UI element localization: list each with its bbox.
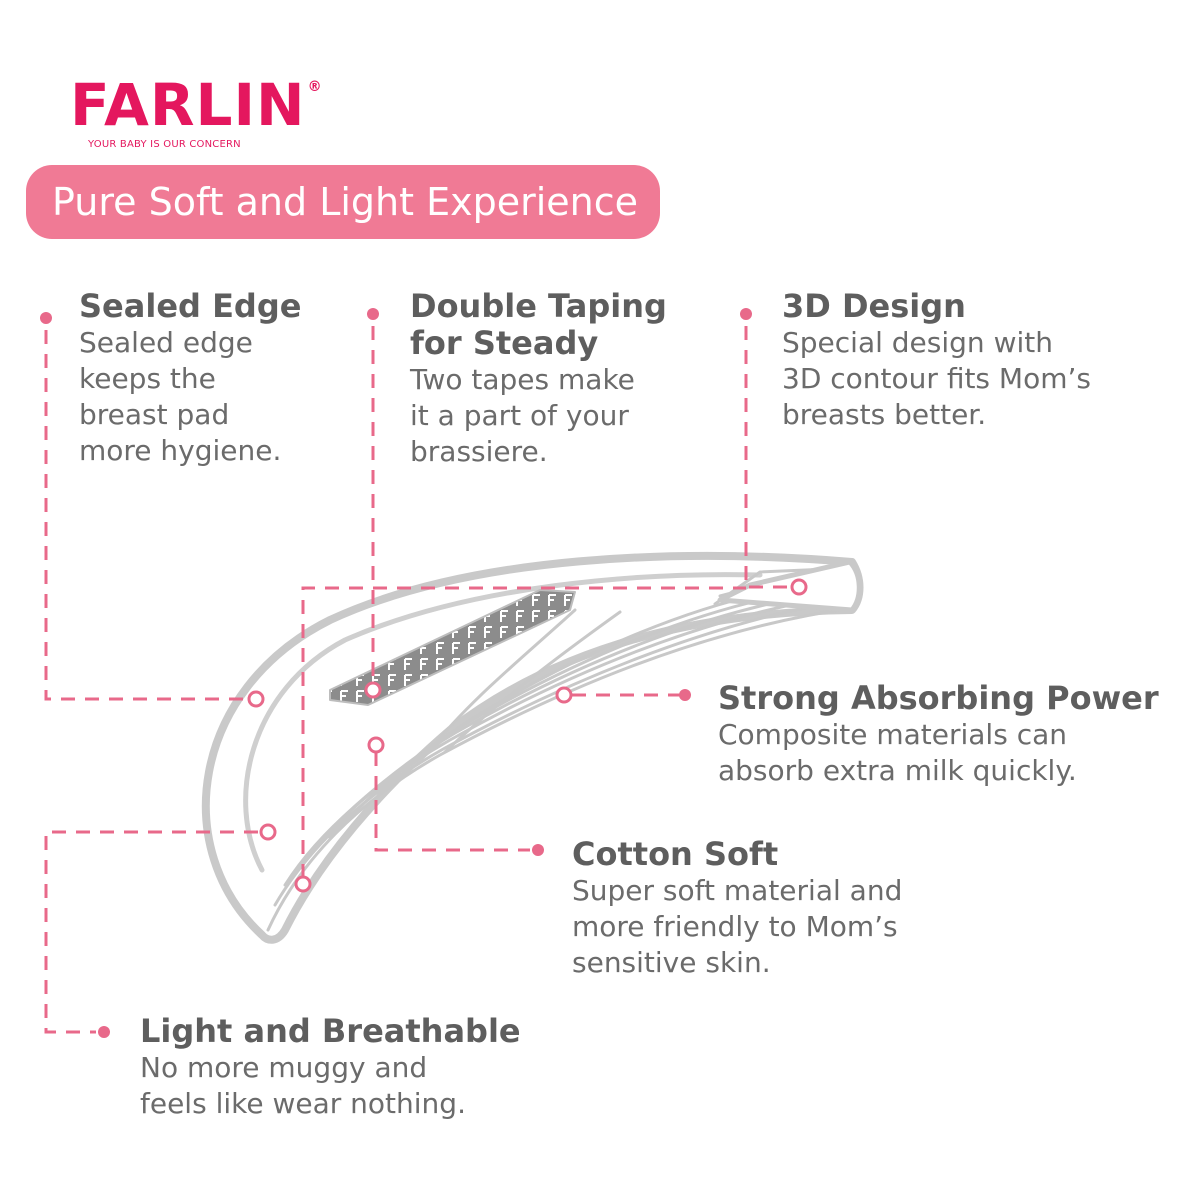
marker-cotton-soft [367, 736, 385, 754]
feature-title: Sealed Edge [79, 287, 302, 325]
feature-desc-line: Sealed edge [79, 326, 253, 359]
feature-desc-line: more friendly to Mom’s [572, 910, 898, 943]
leader-breathable [44, 830, 258, 1034]
dot-breathable [98, 1026, 110, 1038]
marker-sealed-edge [247, 690, 265, 708]
feature-desc-line: sensitive skin. [572, 946, 771, 979]
feature-cotton-soft: Cotton Soft Super soft material and more… [572, 836, 902, 981]
feature-title: Cotton Soft [572, 835, 779, 873]
brand-name: FARLIN [70, 71, 306, 139]
headline-text: Pure Soft and Light Experience [52, 180, 639, 224]
marker-absorbing [555, 686, 573, 704]
feature-double-taping: Double Taping for Steady Two tapes make … [410, 288, 667, 470]
feature-desc-line: 3D contour fits Mom’s [782, 362, 1091, 395]
dot-absorbing [679, 689, 691, 701]
headline-banner: Pure Soft and Light Experience [26, 165, 660, 239]
dot-3d-design [740, 308, 752, 320]
feature-absorbing: Strong Absorbing Power Composite materia… [718, 680, 1159, 789]
feature-title-line: for Steady [410, 324, 599, 362]
feature-title: Strong Absorbing Power [718, 679, 1159, 717]
leader-lines [44, 326, 792, 1034]
breast-pad-illustration-icon [201, 552, 864, 944]
feature-sealed-edge: Sealed Edge Sealed edge keeps the breast… [79, 288, 301, 469]
feature-title: Light and Breathable [140, 1012, 521, 1050]
feature-desc-line: feels like wear nothing. [140, 1087, 466, 1120]
feature-title-line: Double Taping [410, 287, 667, 325]
brand-logo: FARLIN® [70, 76, 323, 134]
dot-cotton-soft [532, 844, 544, 856]
marker-3d-design [790, 578, 808, 596]
tape-strip [329, 589, 576, 706]
marker-double-taping [364, 681, 382, 699]
brand-registered-mark: ® [307, 79, 323, 95]
leader-sealed-edge [44, 330, 250, 701]
feature-desc-line: No more muggy and [140, 1051, 428, 1084]
pad-inner-cup [243, 572, 763, 873]
dot-sealed-edge [40, 312, 52, 324]
endpoint-dots [40, 308, 752, 1038]
feature-desc-line: breasts better. [782, 398, 987, 431]
marker-breathable [259, 823, 277, 841]
feature-desc-line: more hygiene. [79, 434, 282, 467]
brand-tagline: YOUR BABY IS OUR CONCERN [88, 139, 241, 150]
leader-cotton-soft [374, 752, 530, 852]
marker-tip [294, 875, 312, 893]
feature-desc-line: absorb extra milk quickly. [718, 754, 1077, 787]
feature-desc-line: Special design with [782, 326, 1053, 359]
pad-tip [717, 559, 862, 613]
feature-title: 3D Design [782, 287, 966, 325]
feature-desc-line: it a part of your [410, 399, 629, 432]
dot-double-taping [367, 308, 379, 320]
feature-3d-design: 3D Design Special design with 3D contour… [782, 288, 1091, 433]
feature-desc-line: Super soft material and [572, 874, 903, 907]
feature-desc-line: brassiere. [410, 435, 548, 468]
hollow-markers [247, 578, 808, 893]
feature-desc-line: Composite materials can [718, 718, 1067, 751]
leader-tip-across [301, 586, 746, 878]
leader-3d-design [744, 326, 792, 589]
feature-breathable: Light and Breathable No more muggy and f… [140, 1013, 521, 1122]
feature-desc-line: breast pad [79, 398, 230, 431]
feature-desc-line: Two tapes make [410, 363, 635, 396]
feature-desc-line: keeps the [79, 362, 216, 395]
